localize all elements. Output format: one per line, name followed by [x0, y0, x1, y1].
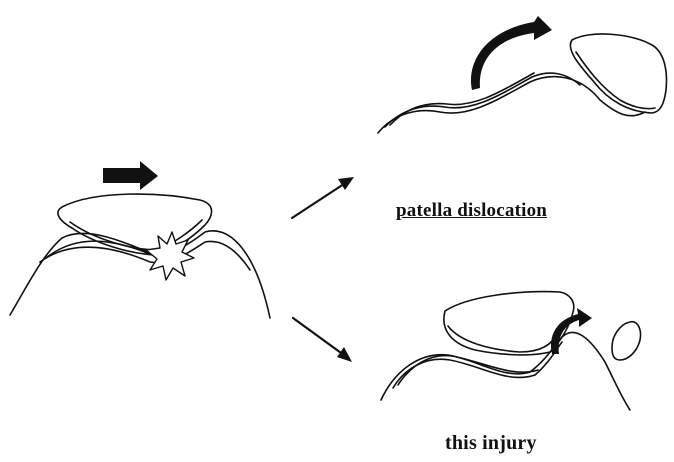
label-this-injury: this injury — [445, 432, 537, 455]
left-cartilage-line-2 — [46, 241, 152, 258]
dislocation-illustration — [378, 16, 666, 133]
left-knee-illustration — [10, 161, 270, 318]
left-femur-outer — [10, 231, 270, 318]
left-cartilage-line-1 — [40, 241, 250, 270]
bone-fragment — [612, 322, 641, 360]
force-arrow — [103, 161, 158, 190]
arrow-up-head — [338, 177, 354, 190]
injury-cartilage-1 — [393, 342, 562, 388]
dislocation-cartilage-2 — [390, 73, 534, 125]
injury-femur-outer — [381, 332, 630, 410]
dislocated-patella-cartilage — [576, 52, 655, 109]
label-patella-dislocation: patella dislocation — [396, 200, 547, 222]
outcome-arrows — [292, 177, 354, 362]
injury-patella-cartilage — [448, 326, 558, 352]
dislocated-patella — [570, 34, 666, 113]
arrow-down-head — [337, 347, 352, 362]
injury-illustration — [381, 292, 641, 410]
arrow-up-line — [292, 180, 350, 218]
arrow-down-line — [293, 318, 348, 358]
